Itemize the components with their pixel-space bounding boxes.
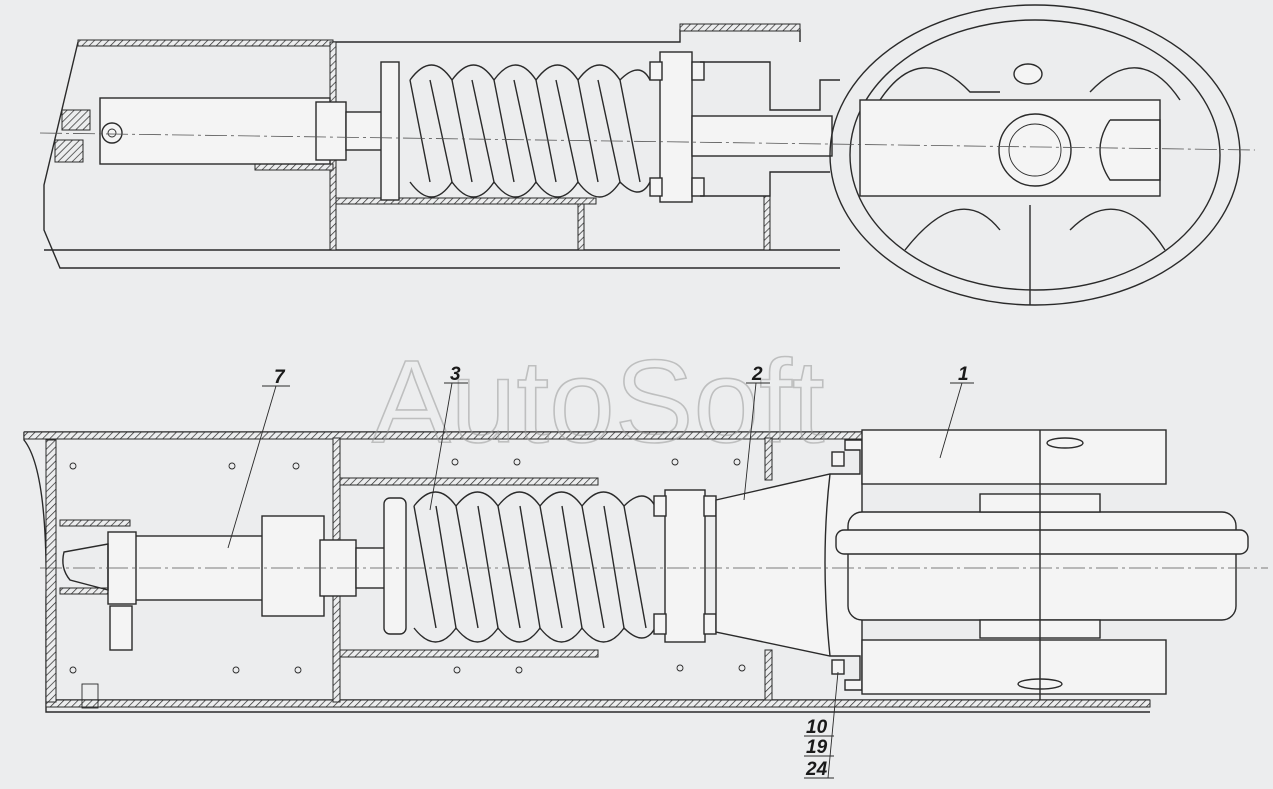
top-slider-lower [700, 171, 830, 197]
section-spring-tube-bottom [339, 649, 599, 658]
section-idler-wheel [835, 429, 1249, 700]
section-hub-cap-top [1046, 437, 1084, 449]
section-cylinder-housing [261, 515, 325, 617]
top-flange-bolt-3 [691, 61, 705, 81]
top-cylinder-body [99, 97, 331, 165]
top-spring [409, 64, 651, 198]
section-flange-bolt-2 [653, 613, 667, 635]
callout-10: 10 [806, 717, 828, 738]
section-bottom-plate [45, 699, 1151, 708]
top-grease-fitting [101, 122, 123, 144]
section-flange-bolt-4 [703, 613, 717, 635]
top-plate-right [679, 23, 801, 32]
top-wheel-fitting [1013, 63, 1043, 85]
top-rib-b [763, 195, 771, 251]
top-inner-plate [335, 197, 597, 205]
callout-7: 7 [274, 367, 286, 388]
callout-24: 24 [805, 759, 828, 780]
top-slider-rod [691, 115, 833, 157]
top-piston-rod [345, 111, 383, 151]
section-view [23, 429, 1268, 713]
section-spring-tube-top [339, 477, 599, 486]
top-cyl-plate [254, 163, 334, 171]
section-wheel-rim [847, 511, 1237, 621]
section-wheel-flange [835, 529, 1249, 555]
section-end-block-a [59, 519, 131, 527]
section-grease-nipple [109, 605, 133, 651]
callout-3: 3 [450, 364, 461, 385]
section-holes [69, 458, 746, 674]
top-flange-bolt-2 [649, 177, 663, 197]
section-bolt-lower [831, 659, 845, 675]
section-yoke-lower [861, 639, 1167, 695]
top-centerline [39, 132, 1256, 151]
top-end-block-2 [61, 109, 91, 131]
top-slider-upper [700, 61, 840, 111]
callout-19: 19 [806, 737, 828, 758]
top-flange-bolt-4 [691, 177, 705, 197]
section-flange-bolt-3 [703, 495, 717, 517]
section-end-plate [45, 439, 57, 703]
section-slider [715, 439, 863, 691]
section-spring [413, 491, 656, 643]
section-drain-plug [81, 683, 99, 709]
section-cylinder-eye [62, 543, 109, 591]
top-view [39, 4, 1256, 306]
autosoft-watermark: AutoSoft [372, 336, 825, 468]
top-cylinder-cap [315, 101, 347, 161]
top-plate-left [77, 39, 334, 47]
section-spring-seat [383, 497, 407, 635]
section-slider-curve [824, 473, 831, 657]
section-flange [664, 489, 706, 643]
section-bolt-upper [831, 451, 845, 467]
top-rib-a [577, 203, 585, 251]
callout-2: 2 [751, 364, 763, 385]
top-grease-fitting-core [107, 128, 117, 138]
section-yoke-upper [861, 429, 1167, 485]
callouts: 7 3 2 1 10 19 24 [227, 364, 974, 780]
section-rib-bottom [764, 649, 773, 701]
callout-1: 1 [958, 364, 969, 385]
section-rib-top [764, 437, 773, 481]
top-flange [659, 51, 693, 203]
top-spring-seat [380, 61, 400, 201]
top-idler-wheel [829, 4, 1241, 306]
top-flange-bolt-1 [649, 61, 663, 81]
section-flange-bolt-1 [653, 495, 667, 517]
top-end-block [54, 139, 84, 163]
